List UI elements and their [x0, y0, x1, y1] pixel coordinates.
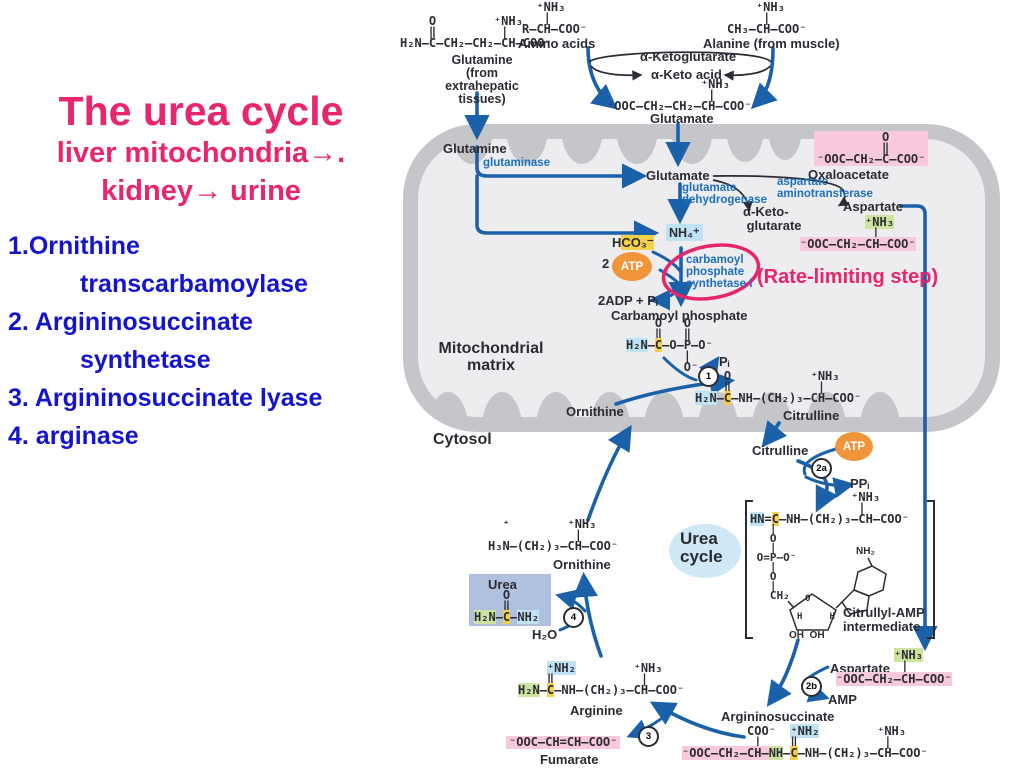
citrullyl-amp-brackets [745, 500, 935, 639]
rate-limiting-circle [661, 243, 761, 301]
matrix-area [418, 139, 985, 417]
blue-flow-arrows [464, 46, 938, 739]
urea-cycle-glow [669, 524, 741, 578]
slide-text-column: The urea cycle liver mitochondria→. kidn… [0, 88, 402, 455]
enzyme-item-4: 4. arginase [8, 421, 139, 450]
adenosine-rings [787, 557, 887, 631]
black-reaction-lines [588, 51, 850, 212]
slide-title: The urea cycle [58, 88, 344, 134]
enzyme-item-3: 3. Argininosuccinate lyase [8, 383, 323, 412]
slide-subtitle-line2: kidney→ urine [101, 174, 301, 207]
cristae-bumps [428, 139, 900, 417]
slide-subtitle-line1: liver mitochondria→. [56, 137, 346, 170]
